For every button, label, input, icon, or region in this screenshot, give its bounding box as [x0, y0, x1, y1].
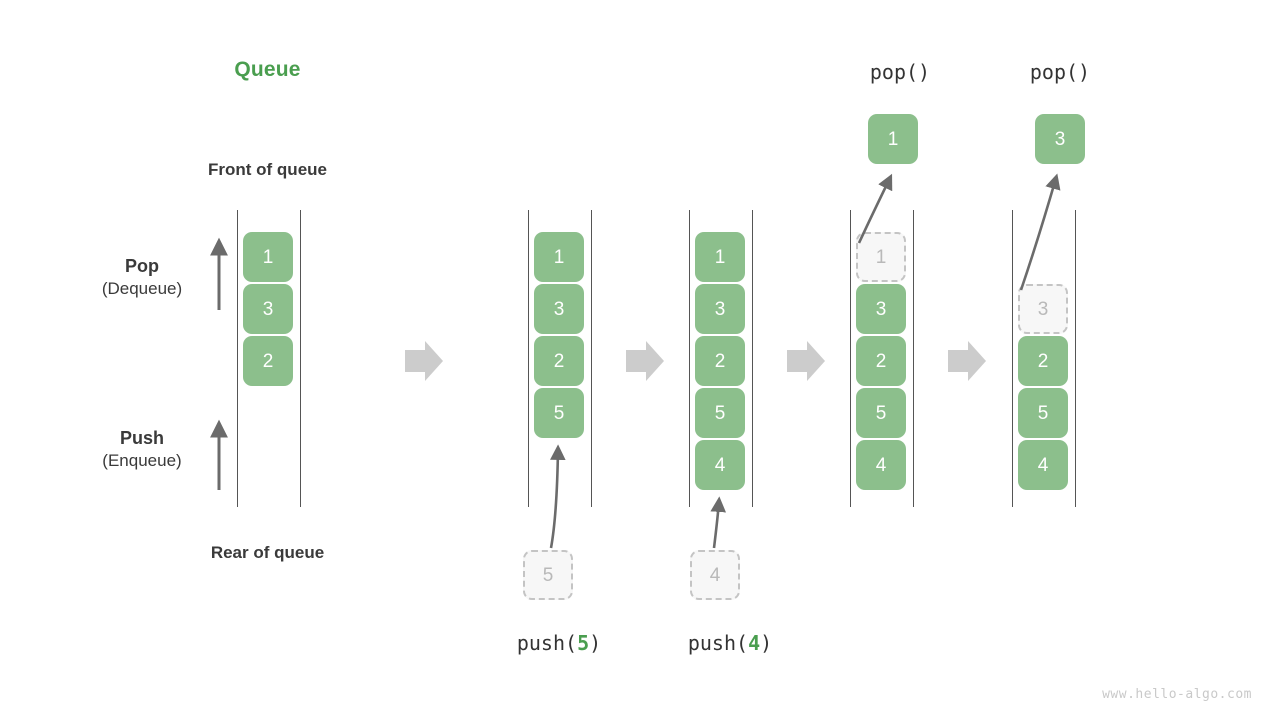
queue-cell: 3 [695, 284, 745, 334]
push-operation-label-5: push(5) [494, 631, 624, 655]
queue-cell: 4 [856, 440, 906, 490]
queue-rail-right [1075, 210, 1076, 507]
queue-rail-right [913, 210, 914, 507]
queue-cell: 2 [1018, 336, 1068, 386]
watermark: www.hello-algo.com [1102, 687, 1252, 702]
queue-cell: 4 [1018, 440, 1068, 490]
queue-cell: 3 [856, 284, 906, 334]
front-of-queue-label: Front of queue [208, 160, 327, 179]
page-title: Queue [234, 58, 301, 81]
queue-rail-right [752, 210, 753, 507]
queue-rail-left [850, 210, 851, 507]
queue-cell: 1 [695, 232, 745, 282]
queue-rail-left [528, 210, 529, 507]
popped-cell-3: 3 [1035, 114, 1085, 164]
queue-column-initial: 1 3 2 [237, 210, 301, 507]
queue-cell: 2 [243, 336, 293, 386]
transition-arrow-3 [787, 341, 825, 381]
queue-cell: 3 [243, 284, 293, 334]
incoming-ghost-cell-5: 5 [523, 550, 573, 600]
queue-rail-left [1012, 210, 1013, 507]
queue-cell: 4 [695, 440, 745, 490]
push-4-arrow [710, 496, 727, 549]
queue-rail-right [591, 210, 592, 507]
queue-cell: 2 [695, 336, 745, 386]
push-operation-label-4: push(4) [665, 631, 795, 655]
queue-rail-right [300, 210, 301, 507]
rear-of-queue-label: Rear of queue [210, 543, 325, 562]
transition-arrow-1 [405, 341, 443, 381]
queue-cell: 5 [695, 388, 745, 438]
queue-cell: 5 [1018, 388, 1068, 438]
queue-column-after-pop-1: 1 3 2 5 4 [850, 210, 914, 507]
queue-cell-ghost: 1 [856, 232, 906, 282]
popped-cell-1: 1 [868, 114, 918, 164]
transition-arrow-4 [948, 341, 986, 381]
queue-cell: 3 [534, 284, 584, 334]
queue-cell: 5 [856, 388, 906, 438]
queue-cell: 5 [534, 388, 584, 438]
incoming-ghost-cell-4: 4 [690, 550, 740, 600]
queue-cell: 2 [534, 336, 584, 386]
queue-column-after-pop-3: 3 2 5 4 [1012, 210, 1076, 507]
queue-column-after-push-4: 1 3 2 5 4 [689, 210, 753, 507]
push-label-main: Push [119, 428, 164, 448]
queue-cell-ghost: 3 [1018, 284, 1068, 334]
queue-cell: 1 [243, 232, 293, 282]
pop-label-sub: (Dequeue) [101, 278, 183, 298]
pop-operation-label-2: pop() [1029, 60, 1091, 84]
queue-cell: 1 [534, 232, 584, 282]
push5-value: 5 [577, 631, 590, 655]
pop-operation-label-1: pop() [869, 60, 931, 84]
pop-side-label: Pop (Dequeue) [47, 255, 237, 300]
push-side-label: Push (Enqueue) [47, 427, 237, 472]
queue-cell: 2 [856, 336, 906, 386]
push-label-sub: (Enqueue) [102, 450, 182, 470]
pop-label-main: Pop [125, 256, 159, 276]
push4-suffix: ) [760, 631, 773, 655]
push5-prefix: push( [516, 631, 578, 655]
queue-rail-left [689, 210, 690, 507]
push5-suffix: ) [589, 631, 602, 655]
queue-rail-left [237, 210, 238, 507]
transition-arrow-2 [626, 341, 664, 381]
push4-prefix: push( [687, 631, 749, 655]
queue-column-after-push-5: 1 3 2 5 [528, 210, 592, 507]
push4-value: 4 [748, 631, 761, 655]
